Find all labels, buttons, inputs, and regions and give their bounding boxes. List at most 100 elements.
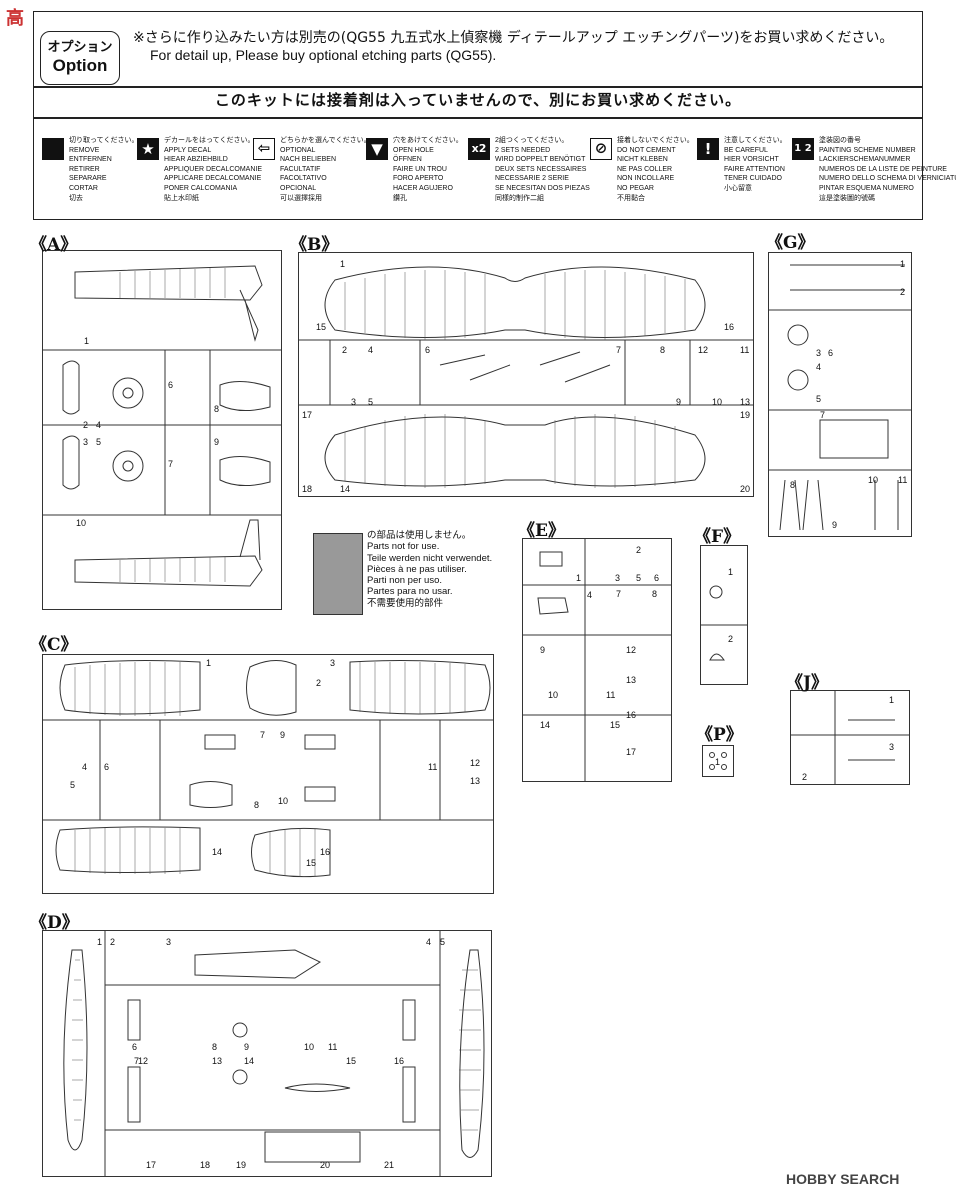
- symbol-text-line: HIER VORSICHT: [724, 156, 779, 164]
- symbol-text-line: NON INCOLLARE: [617, 175, 675, 183]
- symbol-text-line: ENTFERNEN: [69, 156, 112, 164]
- part-number-b: 12: [698, 345, 709, 355]
- part-number-c: 12: [470, 758, 481, 768]
- symbol-text-line: BE CAREFUL: [724, 146, 768, 154]
- symbol-text-line: APPLY DECAL: [164, 146, 212, 154]
- symbol-text-line: DEUX SETS NECESSAIRES: [495, 165, 587, 173]
- part-number-d: 1: [97, 937, 103, 947]
- part-number-j: 3: [889, 742, 895, 752]
- nfu-line-3: Pièces à ne pas utiliser.: [367, 563, 467, 575]
- part-number-g: 10: [868, 475, 879, 485]
- part-number-g: 7: [820, 410, 826, 420]
- symbol-text-line: 切り取ってください。: [69, 137, 139, 144]
- sprue-c-label: 《C》: [30, 635, 78, 655]
- part-number-g: 1: [900, 259, 906, 269]
- symbol-text-line: 不用黏合: [617, 194, 645, 202]
- part-number-b: 9: [676, 397, 682, 407]
- part-number-j: 2: [802, 772, 808, 782]
- hobby-logo: 高: [6, 8, 24, 29]
- part-number-b: 4: [368, 345, 374, 355]
- symbol-text-line: NO PEGAR: [617, 184, 654, 192]
- sprue-e-frame: [522, 538, 672, 782]
- part-number-c: 15: [306, 858, 317, 868]
- part-number-c: 6: [104, 762, 110, 772]
- painting-scheme-icon: 1 2: [792, 138, 814, 160]
- part-number-a: 6: [168, 380, 174, 390]
- sprue-c-frame: [42, 654, 494, 894]
- glue-notice: このキットには接着剤は入っていませんので、別にお買い求めください。: [214, 91, 742, 109]
- symbol-text-line: 穴をあけてください。: [393, 137, 463, 144]
- symbol-text-line: LACKIERSCHEMANUMMER: [819, 156, 911, 164]
- part-number-d: 9: [244, 1042, 250, 1052]
- sprue-a-frame: [42, 250, 282, 610]
- part-number-d: 2: [110, 937, 116, 947]
- sprue-j-frame: [790, 690, 910, 785]
- nfu-line-4: Parti non per uso.: [367, 575, 442, 587]
- part-number-g: 4: [816, 362, 822, 372]
- nfu-line-6: 不需要使用的部件: [367, 597, 444, 609]
- part-number-c: 11: [428, 762, 438, 772]
- part-number-d: 10: [304, 1042, 315, 1052]
- option-badge-jp: オプション: [47, 40, 113, 55]
- part-number-e: 3: [615, 573, 621, 583]
- symbol-text-line: NUMEROS DE LA LISTE DE PEINTURE: [819, 165, 947, 173]
- sprue-a-label: 《A》: [30, 235, 78, 255]
- part-number-d: 11: [328, 1042, 338, 1052]
- part-number-c: 5: [70, 780, 76, 790]
- part-number-c: 1: [206, 658, 212, 668]
- part-number-b: 8: [660, 345, 666, 355]
- part-number-b: 6: [425, 345, 431, 355]
- part-number-d: 7: [134, 1056, 140, 1066]
- symbol-text-line: REMOVE: [69, 146, 100, 154]
- part-number-g: 11: [898, 475, 908, 485]
- part-number-j: 1: [889, 695, 895, 705]
- part-number-b: 5: [368, 397, 374, 407]
- symbol-text-line: NUMERO DELLO SCHEMA DI VERNICIATURA: [819, 175, 956, 183]
- part-number-c: 13: [470, 776, 481, 786]
- part-number-a: 8: [214, 404, 220, 414]
- symbol-text-line: 鑽孔: [393, 194, 407, 202]
- part-number-c: 14: [212, 847, 223, 857]
- part-number-d: 13: [212, 1056, 223, 1066]
- part-number-d: 4: [426, 937, 432, 947]
- option-badge: オプション Option: [40, 31, 120, 85]
- part-number-e: 5: [636, 573, 642, 583]
- symbol-text-line: HIEAR ABZIEHBILD: [164, 156, 228, 164]
- sprue-p-frame: [702, 745, 734, 777]
- nfu-line-5: Partes para no usar.: [367, 586, 453, 598]
- symbol-text-line: FORO APERTO: [393, 175, 444, 183]
- part-number-d: 6: [132, 1042, 138, 1052]
- symbol-text-line: PINTAR ESQUEMA NUMERO: [819, 184, 914, 192]
- sprue-d-frame: [42, 930, 492, 1177]
- sprue-b-frame: [298, 252, 754, 497]
- part-number-d: 18: [200, 1160, 211, 1170]
- drill-hole-icon: ▼: [366, 138, 388, 160]
- part-number-d: 5: [440, 937, 446, 947]
- part-number-b: 7: [616, 345, 622, 355]
- symbol-text-line: OPCIONAL: [280, 184, 317, 192]
- not-for-use-legend: の部品は使用しません。 Parts not for use. Teile wer…: [367, 530, 492, 609]
- part-number-e: 14: [540, 720, 551, 730]
- part-number-b: 3: [351, 397, 357, 407]
- part-number-c: 10: [278, 796, 289, 806]
- part-number-b: 15: [316, 322, 327, 332]
- part-number-c: 8: [254, 800, 260, 810]
- symbol-text-line: OPTIONAL: [280, 146, 316, 154]
- part-number-g: 2: [900, 287, 906, 297]
- part-number-e: 16: [626, 710, 637, 720]
- part-number-a: 10: [76, 518, 87, 528]
- part-number-e: 4: [587, 590, 593, 600]
- part-number-d: 21: [384, 1160, 395, 1170]
- header-frame: [33, 11, 923, 220]
- part-number-d: 19: [236, 1160, 247, 1170]
- part-number-a: 7: [168, 459, 174, 469]
- part-number-p: 1: [715, 757, 721, 767]
- part-number-a: 2: [83, 420, 89, 430]
- part-number-b: 16: [724, 322, 735, 332]
- careful-icon: !: [697, 138, 719, 160]
- part-number-e: 10: [548, 690, 559, 700]
